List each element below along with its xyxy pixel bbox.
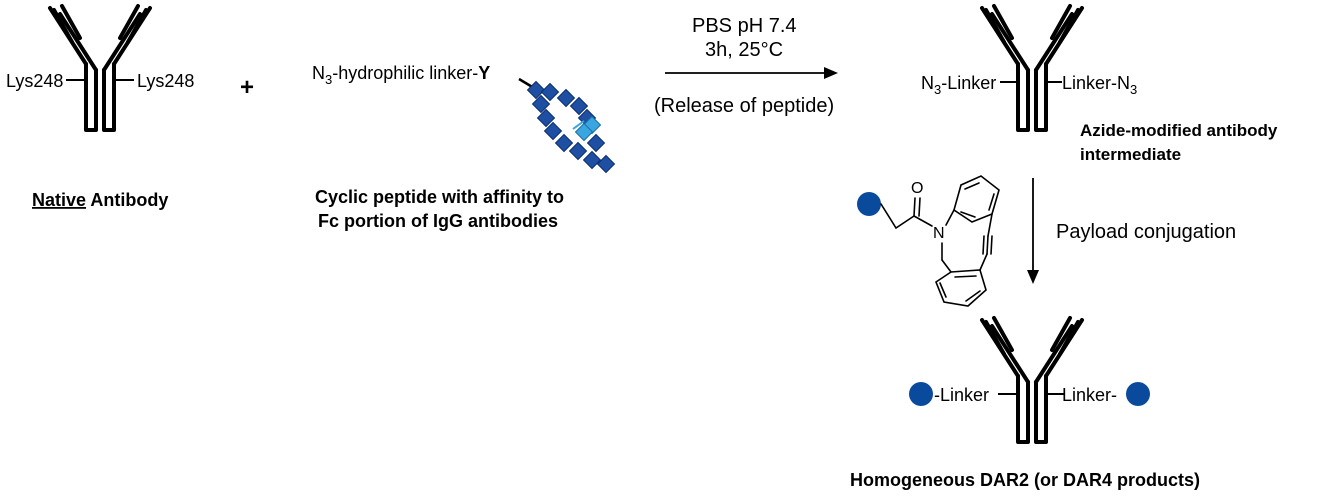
native-antibody-icon xyxy=(48,4,152,132)
intermediate-caption-line1: Azide-modified antibody xyxy=(1080,121,1278,140)
product-right-payload-icon xyxy=(1126,382,1150,406)
reagent-caption-line2: Fc portion of IgG antibodies xyxy=(318,211,558,231)
intermediate-antibody-icon xyxy=(980,4,1084,132)
native-left-label: Lys248 xyxy=(6,71,63,91)
intermediate-left-rest: -Linker xyxy=(941,73,996,93)
reagent-label-rest: -hydrophilic linker- xyxy=(332,63,478,83)
payload-sphere-icon xyxy=(857,192,881,216)
product-antibody-icon xyxy=(980,316,1084,444)
reagent-caption-line1: Cyclic peptide with affinity to xyxy=(315,187,564,207)
amide-n-label: N xyxy=(933,225,945,242)
product-antibody: -Linker Linker- Homogeneous DAR2 (or DAR… xyxy=(850,316,1200,490)
intermediate-left-label: N3-Linker xyxy=(921,73,996,97)
carbonyl-o-label: O xyxy=(911,180,923,197)
reagent-label-y: Y xyxy=(478,63,490,83)
intermediate-left-sub: 3 xyxy=(934,82,941,97)
native-right-label: Lys248 xyxy=(137,71,194,91)
reagent-label-sub: 3 xyxy=(325,72,332,87)
native-antibody: Lys248 Lys248 Native Antibody xyxy=(6,4,194,210)
intermediate-right-sub: 3 xyxy=(1130,82,1137,97)
cyclic-peptide-icon xyxy=(527,81,615,173)
intermediate-antibody: N3-Linker Linker-N3 Azide-modified antib… xyxy=(921,4,1278,164)
native-caption-underlined: Native xyxy=(32,190,86,210)
product-left-payload-icon xyxy=(909,382,933,406)
reaction-step: PBS pH 7.4 3h, 25°C (Release of peptide) xyxy=(654,15,838,117)
conjugation-step: Payload conjugation xyxy=(1027,178,1236,284)
native-caption-rest: Antibody xyxy=(86,190,168,210)
reaction-line2: 3h, 25°C xyxy=(705,39,783,61)
reagent-label-prefix: N xyxy=(312,63,325,83)
intermediate-left-prefix: N xyxy=(921,73,934,93)
reagent-label: N3-hydrophilic linker-Y xyxy=(312,63,490,87)
intermediate-right-label: Linker-N3 xyxy=(1062,73,1137,97)
conjugation-arrowhead xyxy=(1027,270,1039,284)
product-left-label: -Linker xyxy=(934,385,989,405)
product-right-label: Linker- xyxy=(1062,385,1117,405)
product-caption: Homogeneous DAR2 (or DAR4 products) xyxy=(850,470,1200,490)
plus-sign: + xyxy=(240,74,254,101)
reagent: N3-hydrophilic linker-Y Cyclic peptide w… xyxy=(312,63,615,231)
reaction-line1: PBS pH 7.4 xyxy=(692,15,797,37)
conjugation-label: Payload conjugation xyxy=(1056,221,1236,243)
intermediate-right-prefix: Linker-N xyxy=(1062,73,1130,93)
dbco-payload-reagent: O N xyxy=(857,175,1000,307)
reaction-note: (Release of peptide) xyxy=(654,95,834,117)
native-caption: Native Antibody xyxy=(32,190,168,210)
intermediate-caption-line2: intermediate xyxy=(1080,145,1181,164)
reaction-arrowhead xyxy=(824,67,838,79)
